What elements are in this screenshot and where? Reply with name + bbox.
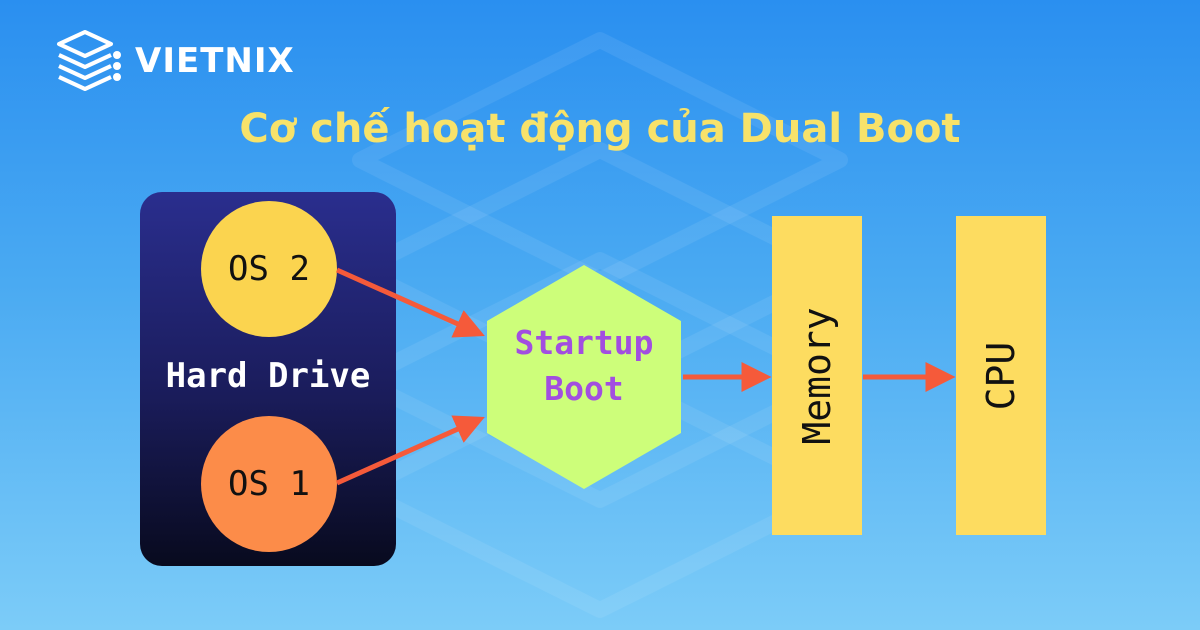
startup-boot-label: Startup Boot bbox=[487, 320, 681, 412]
stacked-layers-icon bbox=[57, 30, 121, 91]
brand-name: VIETNIX bbox=[135, 41, 295, 81]
startup-label-line2: Boot bbox=[544, 369, 624, 408]
startup-boot-node bbox=[487, 265, 681, 489]
hard-drive-label: Hard Drive bbox=[165, 356, 371, 396]
startup-label-line1: Startup bbox=[514, 323, 654, 362]
memory-node: Memory bbox=[772, 216, 862, 535]
memory-label: Memory bbox=[795, 306, 839, 445]
os2-label: OS 2 bbox=[228, 249, 310, 289]
os2-node: OS 2 bbox=[201, 201, 337, 337]
os1-node: OS 1 bbox=[201, 416, 337, 552]
page-title: Cơ chế hoạt động của Dual Boot bbox=[239, 106, 961, 152]
os1-label: OS 1 bbox=[228, 464, 310, 504]
brand-logo: VIETNIX bbox=[55, 28, 295, 94]
cpu-label: CPU bbox=[979, 341, 1023, 410]
cpu-node: CPU bbox=[956, 216, 1046, 535]
